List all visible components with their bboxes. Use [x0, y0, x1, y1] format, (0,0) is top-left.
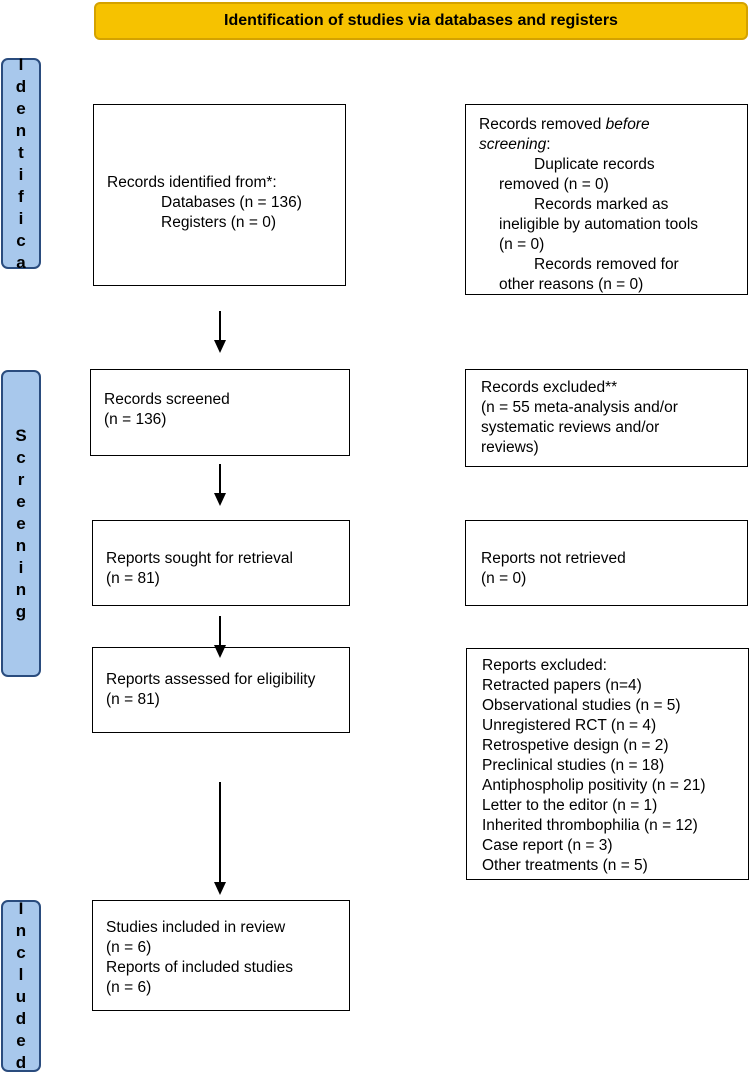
exclusion-item: Observational studies (n = 5): [482, 697, 681, 714]
phase-letter: c: [16, 447, 26, 467]
phase-letter: e: [16, 513, 26, 533]
box-text: Duplicate records: [534, 156, 655, 173]
reports-assessed-box: Reports assessed for eligibility (n = 81…: [92, 647, 350, 733]
phase-letter: u: [15, 987, 27, 1006]
box-text: (n = 81): [106, 570, 160, 587]
phase-letter: n: [15, 921, 27, 940]
phase-letter: c: [16, 230, 26, 250]
phase-letter: r: [17, 469, 25, 489]
header-title: Identification of studies via databases …: [224, 12, 618, 29]
box-text: Registers (n = 0): [161, 214, 277, 231]
box-text: (n = 81): [106, 691, 160, 708]
phase-letter: d: [15, 1009, 27, 1028]
phase-screening: S c r e e n i n g: [1, 370, 41, 677]
phase-letter: n: [15, 120, 27, 140]
box-text-italic: before: [605, 116, 650, 133]
phase-letter: f: [18, 186, 24, 206]
phase-letter: l: [18, 965, 24, 984]
records-identified-box: Records identified from*: Databases (n =…: [93, 104, 346, 286]
exclusion-item: Retrospetive design (n = 2): [482, 737, 669, 754]
box-text: other reasons (n = 0): [499, 276, 644, 293]
phase-letter: a: [16, 252, 26, 272]
box-text: Records removed for: [534, 256, 679, 273]
header-banner: Identification of studies via databases …: [94, 2, 748, 40]
box-text: Reports sought for retrieval: [106, 550, 293, 567]
phase-letter: e: [16, 1031, 26, 1050]
exclusion-item: Preclinical studies (n = 18): [482, 757, 665, 774]
box-text: Records marked as: [534, 196, 669, 213]
box-text: (n = 6): [106, 939, 152, 956]
phase-letter: n: [15, 535, 27, 555]
studies-included-box: Studies included in review (n = 6) Repor…: [92, 900, 350, 1011]
phase-letter: n: [15, 579, 27, 599]
phase-included: I n c l u d e d: [1, 899, 41, 1072]
phase-letter: t: [18, 142, 24, 162]
box-text: ineligible by automation tools: [499, 216, 699, 233]
phase-letter: c: [16, 943, 26, 962]
box-text: Reports not retrieved: [481, 550, 626, 567]
phase-letter: e: [16, 491, 26, 511]
phase-letter: d: [15, 1053, 27, 1072]
box-text-italic: screening: [479, 136, 547, 153]
box-text: removed (n = 0): [499, 176, 609, 193]
phase-letter: I: [18, 899, 24, 918]
box-text: (n = 6): [106, 979, 152, 996]
exclusion-item: Inherited thrombophilia (n = 12): [482, 817, 698, 834]
box-text: Databases (n = 136): [161, 194, 302, 211]
exclusion-item: Unregistered RCT (n = 4): [482, 717, 657, 734]
box-text: (n = 136): [104, 411, 167, 428]
phase-letter: I: [18, 54, 24, 74]
records-removed-box: Records removed before screening: Duplic…: [465, 104, 748, 295]
reports-sought-box: Reports sought for retrieval (n = 81): [92, 520, 350, 606]
phase-letter: i: [18, 164, 24, 184]
box-text: (n = 0): [481, 570, 527, 587]
box-text: systematic reviews and/or: [481, 419, 660, 436]
box-text: Reports assessed for eligibility: [106, 671, 316, 688]
box-text: Reports of included studies: [106, 959, 293, 976]
exclusion-item: Retracted papers (n=4): [482, 677, 642, 694]
phase-letter: e: [16, 98, 26, 118]
box-text: (n = 0): [499, 236, 545, 253]
exclusion-item: Antiphospholip positivity (n = 21): [482, 777, 706, 794]
records-screened-box: Records screened (n = 136): [90, 369, 350, 456]
box-text: Records identified from*:: [107, 174, 277, 191]
box-text: Studies included in review: [106, 919, 286, 936]
reports-not-retrieved-box: Reports not retrieved (n = 0): [465, 520, 748, 606]
box-text: Records removed: [479, 116, 606, 133]
phase-letter: i: [18, 208, 24, 228]
exclusion-item: Letter to the editor (n = 1): [482, 797, 658, 814]
reports-excluded-box: Reports excluded: Retracted papers (n=4)…: [466, 648, 749, 880]
phase-letter: i: [18, 557, 24, 577]
box-text: Records excluded**: [481, 379, 618, 396]
box-text: :: [546, 136, 551, 153]
phase-letter: S: [15, 425, 27, 445]
box-text: reviews): [481, 439, 539, 456]
box-text: Records screened: [104, 391, 230, 408]
exclusion-item: Other treatments (n = 5): [482, 857, 648, 874]
phase-identification: I d e n t i f i c a: [1, 55, 41, 272]
box-text: Reports excluded:: [482, 657, 607, 674]
phase-letter: d: [15, 76, 27, 96]
records-excluded-box: Records excluded** (n = 55 meta-analysis…: [465, 369, 748, 467]
exclusion-item: Case report (n = 3): [482, 837, 613, 854]
phase-letter: g: [15, 601, 27, 621]
box-text: (n = 55 meta-analysis and/or: [481, 399, 678, 416]
